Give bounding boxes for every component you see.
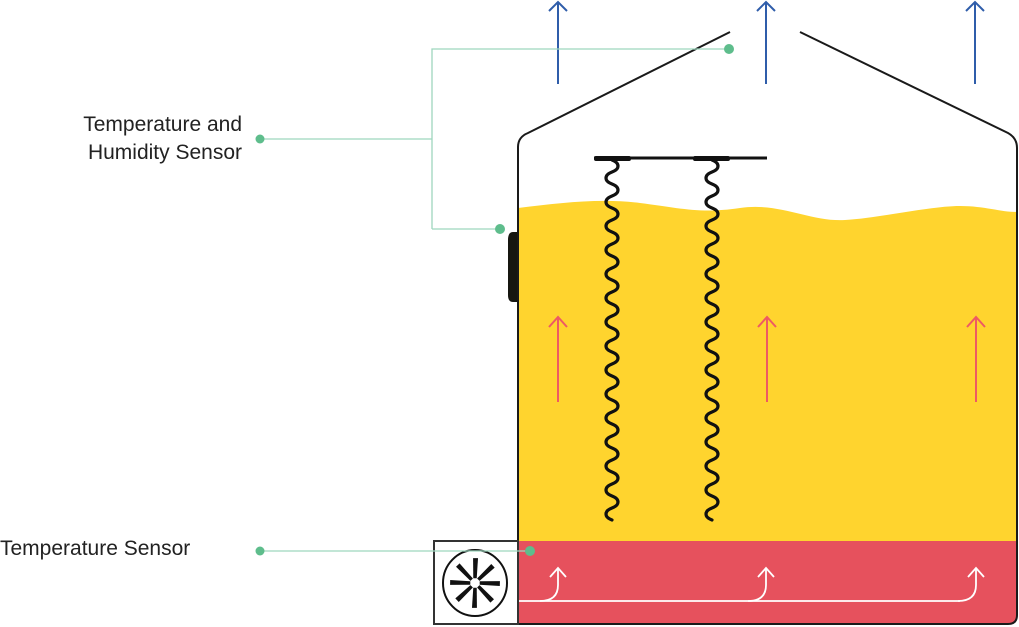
exhaust-arrow-1 (548, 0, 568, 84)
temp-humidity-label-line1: Temperature and (83, 113, 242, 136)
warm-air-arrow-3 (966, 315, 986, 402)
sensor-dot-label-th (255, 134, 265, 144)
sensor-dot-label-t (255, 546, 265, 556)
fan-blade (473, 558, 479, 579)
temp-humidity-sensor-label: Temperature and Humidity Sensor (83, 111, 242, 167)
sensor-cable-2 (704, 158, 720, 522)
fan-icon (450, 558, 500, 608)
exhaust-arrow-2 (756, 0, 776, 84)
warm-air-arrow-1 (548, 315, 568, 402)
fan-blade (455, 585, 473, 602)
fan-blade (477, 564, 495, 581)
fan-blade (471, 587, 477, 608)
silo-roof-right (518, 31, 1018, 625)
sensor-dot-roof (724, 44, 734, 54)
sensor-dot-hatch (495, 224, 505, 234)
warm-air-arrow-2 (757, 315, 777, 402)
sensor-cable-1 (604, 158, 620, 522)
leader-top-branch (431, 48, 728, 229)
silo-body-outline (517, 31, 731, 624)
exhaust-arrow-3 (965, 0, 985, 84)
fan-blade (456, 563, 473, 581)
fan-blade (479, 581, 500, 587)
temp-humidity-label-line2: Humidity Sensor (87, 141, 242, 164)
temperature-sensor-label: Temperature Sensor (0, 537, 191, 560)
fan-hub (471, 579, 479, 587)
air-plenum (518, 541, 1017, 624)
fan-blade (477, 585, 494, 603)
fan-blade (450, 579, 471, 585)
plenum-airflow-arrow-2 (747, 566, 775, 602)
access-hatch (508, 232, 517, 302)
sensor-dot-plenum (525, 546, 535, 556)
plenum-airflow-arrow-3 (957, 566, 985, 602)
leader-lines (255, 44, 734, 556)
plenum-airflow-arrow-1 (539, 566, 567, 602)
